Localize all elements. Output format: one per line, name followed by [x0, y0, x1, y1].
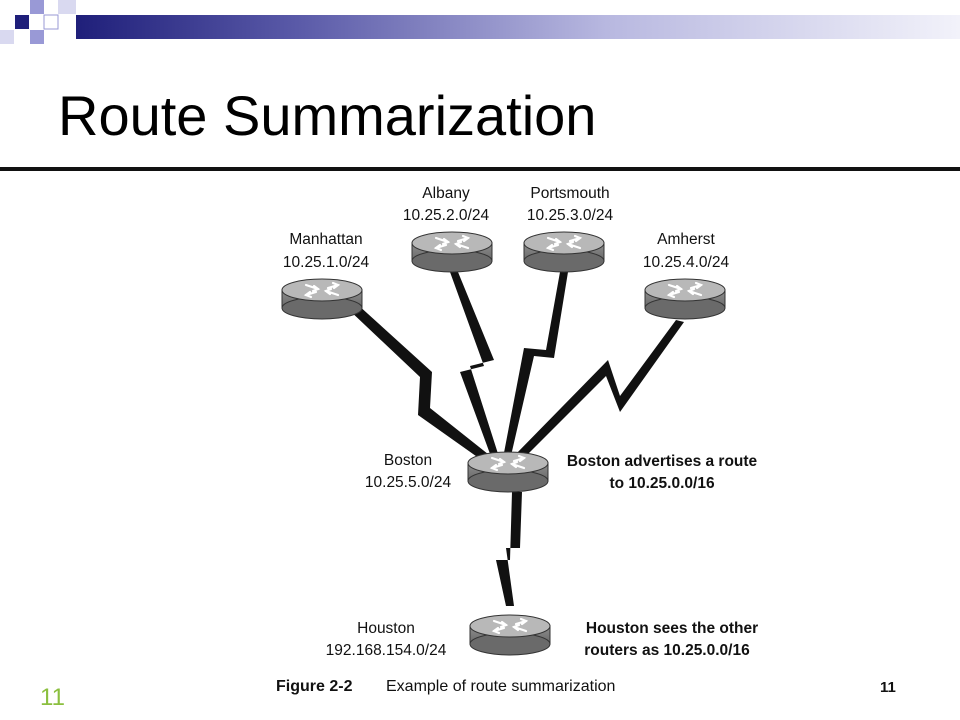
router-icon [643, 277, 727, 321]
router-boston [466, 450, 550, 494]
serial-link-icon [503, 272, 568, 460]
note-houston-line2: routers as 10.25.0.0/16 [584, 642, 750, 659]
note-houston-line1: Houston sees the other [586, 620, 758, 637]
router-icon [522, 230, 606, 274]
slide-number-left: 11 [40, 684, 65, 711]
corner-squares-decoration [0, 0, 76, 44]
slide-title: Route Summarization [58, 84, 597, 147]
label-portsmouth-name: Portsmouth [530, 185, 609, 202]
label-albany-name: Albany [422, 185, 470, 202]
router-icon [468, 613, 552, 657]
label-houston-subnet: 192.168.154.0/24 [326, 642, 447, 659]
label-manhattan-name: Manhattan [289, 231, 362, 248]
router-icon [280, 277, 364, 321]
note-boston-line2: to 10.25.0.0/16 [609, 475, 715, 492]
router-icon [466, 450, 550, 494]
router-icon [410, 230, 494, 274]
label-albany-subnet: 10.25.2.0/24 [403, 207, 490, 224]
serial-link-icon [514, 320, 684, 462]
title-divider [0, 167, 960, 171]
router-portsmouth [522, 230, 606, 274]
label-amherst-name: Amherst [657, 231, 715, 248]
router-amherst [643, 277, 727, 321]
router-manhattan [280, 277, 364, 321]
label-manhattan-subnet: 10.25.1.0/24 [283, 254, 370, 271]
router-houston [468, 613, 552, 657]
serial-link-icon [450, 272, 500, 462]
label-amherst-subnet: 10.25.4.0/24 [643, 254, 730, 271]
slide-number-right: 11 [880, 679, 896, 696]
serial-link-icon [496, 492, 522, 606]
figure-number: Figure 2-2 [276, 678, 353, 695]
top-band-decoration [76, 15, 960, 39]
label-portsmouth-subnet: 10.25.3.0/24 [527, 207, 614, 224]
figure-caption: Example of route summarization [386, 678, 615, 695]
label-boston-name: Boston [384, 452, 432, 469]
note-boston-line1: Boston advertises a route [567, 453, 758, 470]
router-albany [410, 230, 494, 274]
label-houston-name: Houston [357, 620, 415, 637]
label-boston-subnet: 10.25.5.0/24 [365, 474, 452, 491]
serial-links [347, 272, 684, 606]
serial-link-icon [347, 304, 498, 466]
